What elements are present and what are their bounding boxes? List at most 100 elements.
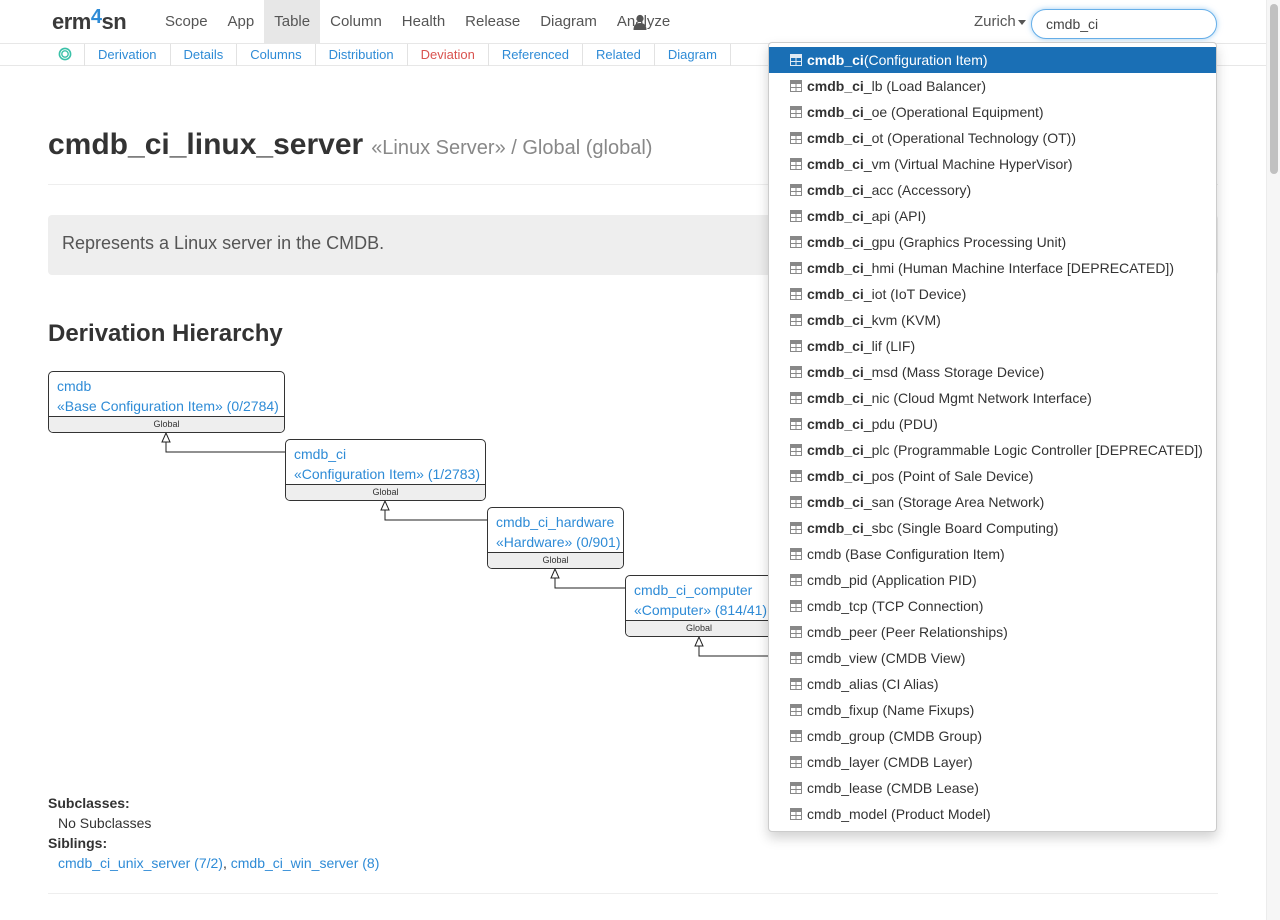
suggestion-item[interactable]: cmdb_ci_pos (Point of Sale Device) bbox=[769, 463, 1216, 489]
tab-distribution[interactable]: Distribution bbox=[316, 44, 408, 66]
suggestion-label: _vm (Virtual Machine HyperVisor) bbox=[863, 156, 1073, 172]
nav-table[interactable]: Table bbox=[264, 0, 321, 44]
suggestion-item[interactable]: cmdb_ci_gpu (Graphics Processing Unit) bbox=[769, 229, 1216, 255]
suggestion-label: _hmi (Human Machine Interface [DEPRECATE… bbox=[863, 260, 1174, 276]
table-icon bbox=[790, 652, 802, 664]
table-icon bbox=[790, 106, 802, 118]
tab-diagram[interactable]: Diagram bbox=[655, 44, 731, 66]
suggestion-item[interactable]: cmdb_ci_acc (Accessory) bbox=[769, 177, 1216, 203]
table-icon bbox=[790, 132, 802, 144]
suggestion-item[interactable]: cmdb_pid (Application PID) bbox=[769, 567, 1216, 593]
tab-related[interactable]: Related bbox=[583, 44, 655, 66]
suggestion-item[interactable]: cmdb_ci_msd (Mass Storage Device) bbox=[769, 359, 1216, 385]
nav-app[interactable]: App bbox=[227, 13, 255, 30]
suggestion-item[interactable]: cmdb_ci_ot (Operational Technology (OT)) bbox=[769, 125, 1216, 151]
hierarchy-node-label[interactable]: «Hardware» (0/901) bbox=[496, 534, 621, 550]
suggestion-label: cmdb_fixup (Name Fixups) bbox=[807, 702, 975, 718]
hierarchy-node-name[interactable]: cmdb bbox=[57, 378, 92, 394]
nav-health[interactable]: Health bbox=[401, 13, 446, 30]
suggestion-item[interactable]: cmdb_model (Product Model) bbox=[769, 801, 1216, 827]
suggestion-item[interactable]: cmdb_ci_lif (LIF) bbox=[769, 333, 1216, 359]
suggestion-item[interactable]: cmdb_ci_iot (IoT Device) bbox=[769, 281, 1216, 307]
suggestion-label: cmdb_alias (CI Alias) bbox=[807, 676, 939, 692]
nav-release[interactable]: Release bbox=[465, 13, 521, 30]
suggestion-label: _api (API) bbox=[863, 208, 927, 224]
page-scrollbar[interactable] bbox=[1266, 0, 1280, 920]
suggestion-item[interactable]: cmdb_alias (CI Alias) bbox=[769, 671, 1216, 697]
suggestion-label: _msd (Mass Storage Device) bbox=[863, 364, 1045, 380]
brand-logo[interactable]: erm4sn bbox=[52, 6, 127, 35]
sub-navbar: Derivation Details Columns Distribution … bbox=[0, 44, 1266, 66]
region-dropdown[interactable]: Zurich bbox=[974, 0, 1026, 44]
nav-diagram[interactable]: Diagram bbox=[540, 13, 597, 30]
suggestion-item[interactable]: cmdb_ci_hmi (Human Machine Interface [DE… bbox=[769, 255, 1216, 281]
tab-referenced[interactable]: Referenced bbox=[489, 44, 584, 66]
suggestion-item[interactable]: cmdb_group (CMDB Group) bbox=[769, 723, 1216, 749]
suggestion-item[interactable]: cmdb_ci_pdu (PDU) bbox=[769, 411, 1216, 437]
title-divider bbox=[48, 184, 1218, 185]
suggestion-item[interactable]: cmdb_peer (Peer Relationships) bbox=[769, 619, 1216, 645]
description-text: Represents a Linux server in the CMDB. bbox=[62, 233, 385, 253]
tab-derivation[interactable]: Derivation bbox=[85, 44, 171, 66]
nav-column[interactable]: Column bbox=[330, 13, 382, 30]
connector-line bbox=[384, 509, 487, 521]
hierarchy-node-label[interactable]: «Base Configuration Item» (0/2784) bbox=[57, 398, 279, 414]
suggestion-label: cmdb_view (CMDB View) bbox=[807, 650, 966, 666]
suggestion-item[interactable]: cmdb_ci_vm (Virtual Machine HyperVisor) bbox=[769, 151, 1216, 177]
inheritance-arrow-icon bbox=[161, 431, 171, 443]
suggestion-item[interactable]: cmdb_tcp (TCP Connection) bbox=[769, 593, 1216, 619]
suggestion-item[interactable]: cmdb_ci_nic (Cloud Mgmt Network Interfac… bbox=[769, 385, 1216, 411]
suggestion-label: cmdb_group (CMDB Group) bbox=[807, 728, 983, 744]
suggestion-label: cmdb_layer (CMDB Layer) bbox=[807, 754, 973, 770]
table-icon bbox=[790, 522, 802, 534]
suggestion-item[interactable]: cmdb_ci_kvm (KVM) bbox=[769, 307, 1216, 333]
inheritance-arrow-icon bbox=[694, 635, 704, 647]
ring-icon-button[interactable] bbox=[48, 44, 85, 66]
suggestion-item[interactable]: cmdb_ci_sbc (Single Board Computing) bbox=[769, 515, 1216, 541]
suggestion-item[interactable]: cmdb_layer (CMDB Layer) bbox=[769, 749, 1216, 775]
hierarchy-node-label[interactable]: «Configuration Item» (1/2783) bbox=[294, 466, 480, 482]
suggestion-item[interactable]: cmdb_fixup (Name Fixups) bbox=[769, 697, 1216, 723]
sibling-separator: , bbox=[222, 855, 231, 871]
bottom-divider bbox=[48, 893, 1218, 894]
suggestion-match: cmdb_ci bbox=[807, 442, 864, 458]
table-icon bbox=[790, 470, 802, 482]
suggestion-item[interactable]: cmdb_ci_oe (Operational Equipment) bbox=[769, 99, 1216, 125]
suggestion-match: cmdb_ci bbox=[807, 156, 864, 172]
suggestion-item[interactable]: cmdb (Base Configuration Item) bbox=[769, 541, 1216, 567]
table-icon bbox=[790, 366, 802, 378]
scrollbar-thumb[interactable] bbox=[1270, 4, 1278, 174]
tab-columns[interactable]: Columns bbox=[237, 44, 316, 66]
nav-analyze[interactable]: Analyze bbox=[616, 13, 671, 30]
table-icon bbox=[790, 704, 802, 716]
table-icon bbox=[790, 600, 802, 612]
sibling-link[interactable]: cmdb_ci_win_server (8) bbox=[230, 855, 380, 871]
suggestion-item[interactable]: cmdb_ci (Configuration Item) bbox=[769, 47, 1216, 73]
suggestion-item[interactable]: cmdb_view (CMDB View) bbox=[769, 645, 1216, 671]
tab-details[interactable]: Details bbox=[171, 44, 238, 66]
table-icon bbox=[790, 548, 802, 560]
suggestion-item[interactable]: cmdb_lease (CMDB Lease) bbox=[769, 775, 1216, 801]
sibling-link[interactable]: cmdb_ci_unix_server (7/2) bbox=[58, 855, 223, 871]
suggestion-match: cmdb_ci bbox=[807, 260, 864, 276]
search-input[interactable] bbox=[1031, 9, 1217, 39]
hierarchy-node-name[interactable]: cmdb_ci bbox=[294, 446, 347, 462]
nav-scope[interactable]: Scope bbox=[165, 13, 208, 30]
user-icon[interactable] bbox=[632, 14, 648, 30]
suggestion-item[interactable]: cmdb_ci_plc (Programmable Logic Controll… bbox=[769, 437, 1216, 463]
search-suggestions: cmdb_ci (Configuration Item)cmdb_ci_lb (… bbox=[768, 42, 1217, 832]
table-icon bbox=[790, 340, 802, 352]
table-icon bbox=[790, 158, 802, 170]
suggestion-item[interactable]: cmdb_ci_san (Storage Area Network) bbox=[769, 489, 1216, 515]
table-icon bbox=[790, 626, 802, 638]
section-heading-derivation: Derivation Hierarchy bbox=[48, 320, 283, 347]
suggestion-item[interactable]: cmdb_ci_lb (Load Balancer) bbox=[769, 73, 1216, 99]
suggestion-match: cmdb_ci bbox=[807, 52, 864, 68]
suggestion-match: cmdb_ci bbox=[807, 494, 864, 510]
tab-deviation[interactable]: Deviation bbox=[408, 44, 489, 66]
hierarchy-node-label[interactable]: «Computer» (814/41) bbox=[634, 602, 768, 618]
suggestion-item[interactable]: cmdb_ci_api (API) bbox=[769, 203, 1216, 229]
hierarchy-node-name[interactable]: cmdb_ci_computer bbox=[634, 582, 753, 598]
table-icon bbox=[790, 678, 802, 690]
hierarchy-node-name[interactable]: cmdb_ci_hardware bbox=[496, 514, 615, 530]
